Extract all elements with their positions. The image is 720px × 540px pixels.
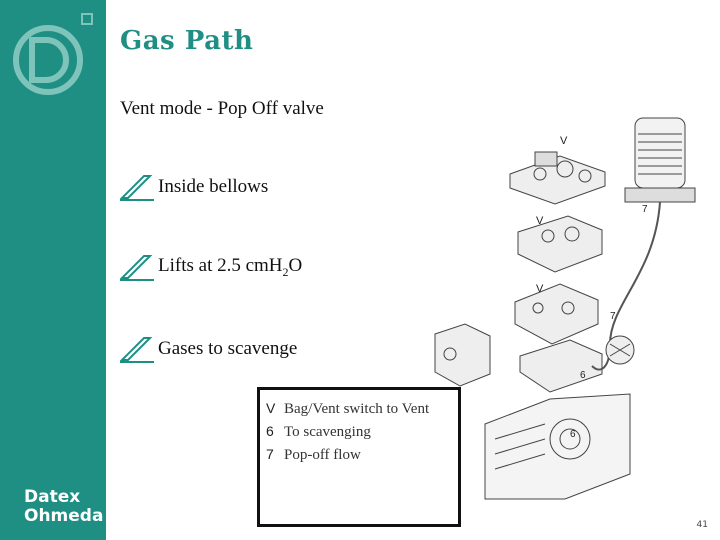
- side-block: [434, 323, 491, 387]
- label-7-lower: 7: [610, 311, 616, 322]
- legend-text-7: Pop-off flow: [284, 447, 361, 463]
- legend-key-6: 6: [266, 423, 274, 439]
- label-6-lower: 6: [570, 429, 576, 440]
- bullet-item-3: Gases to scavenge: [118, 334, 297, 364]
- lower-valve-block: [514, 283, 599, 345]
- middle-valve-block: [517, 215, 603, 273]
- pen-nib-icon: [119, 337, 154, 363]
- brand-name: Datex Ohmeda: [24, 488, 103, 526]
- datex-ohmeda-logo-icon: [13, 13, 93, 95]
- slide-title: Gas Path: [120, 26, 254, 56]
- top-valve-block: [509, 151, 606, 205]
- bullet-text-2-main: Lifts at 2.5 cmH: [158, 254, 283, 276]
- pop-off-valve-assembly: [605, 335, 635, 365]
- bullet-text-3: Gases to scavenge: [158, 338, 298, 359]
- label-v-top: V: [560, 135, 568, 147]
- bullet-text-2-end: O: [288, 254, 303, 276]
- exploded-valve-diagram: V V V 7 7 6 6: [434, 117, 696, 500]
- label-v-middle: V: [536, 215, 544, 227]
- pen-nib-icon: [119, 255, 154, 281]
- bullet-text-2-subscript: 2: [282, 264, 289, 279]
- bellows-canister: [624, 117, 696, 203]
- brand-line-2: Ohmeda: [24, 506, 104, 526]
- legend-row-6: 6 To scavenging: [266, 423, 371, 441]
- sidebar: Datex Ohmeda: [0, 0, 106, 540]
- legend-row-7: 7 Pop-off flow: [266, 446, 361, 464]
- pop-off-hose: [591, 201, 661, 371]
- base-enclosure: [484, 393, 631, 500]
- label-6-upper: 6: [580, 370, 586, 381]
- label-v-lower: V: [536, 283, 544, 295]
- legend-text-6: To scavenging: [284, 424, 371, 440]
- slide-subtitle: Vent mode - Pop Off valve: [120, 98, 324, 119]
- legend-key-v: V: [266, 400, 276, 416]
- bullet-text-2: Lifts at 2.5 cmH2O: [158, 255, 302, 280]
- legend-row-v: V Bag/Vent switch to Vent: [266, 400, 429, 418]
- bullet-text-1: Inside bellows: [158, 176, 269, 197]
- bullet-item-2: Lifts at 2.5 cmH2O: [118, 252, 302, 282]
- page-number: 41: [696, 520, 708, 530]
- legend-text-v: Bag/Vent switch to Vent: [284, 401, 430, 417]
- bullet-item-1: Inside bellows: [118, 172, 268, 202]
- legend-key-7: 7: [266, 446, 274, 462]
- pen-nib-icon: [119, 175, 154, 201]
- label-7-upper: 7: [642, 204, 648, 215]
- brand-line-1: Datex: [24, 487, 81, 507]
- base-plate: [519, 339, 603, 393]
